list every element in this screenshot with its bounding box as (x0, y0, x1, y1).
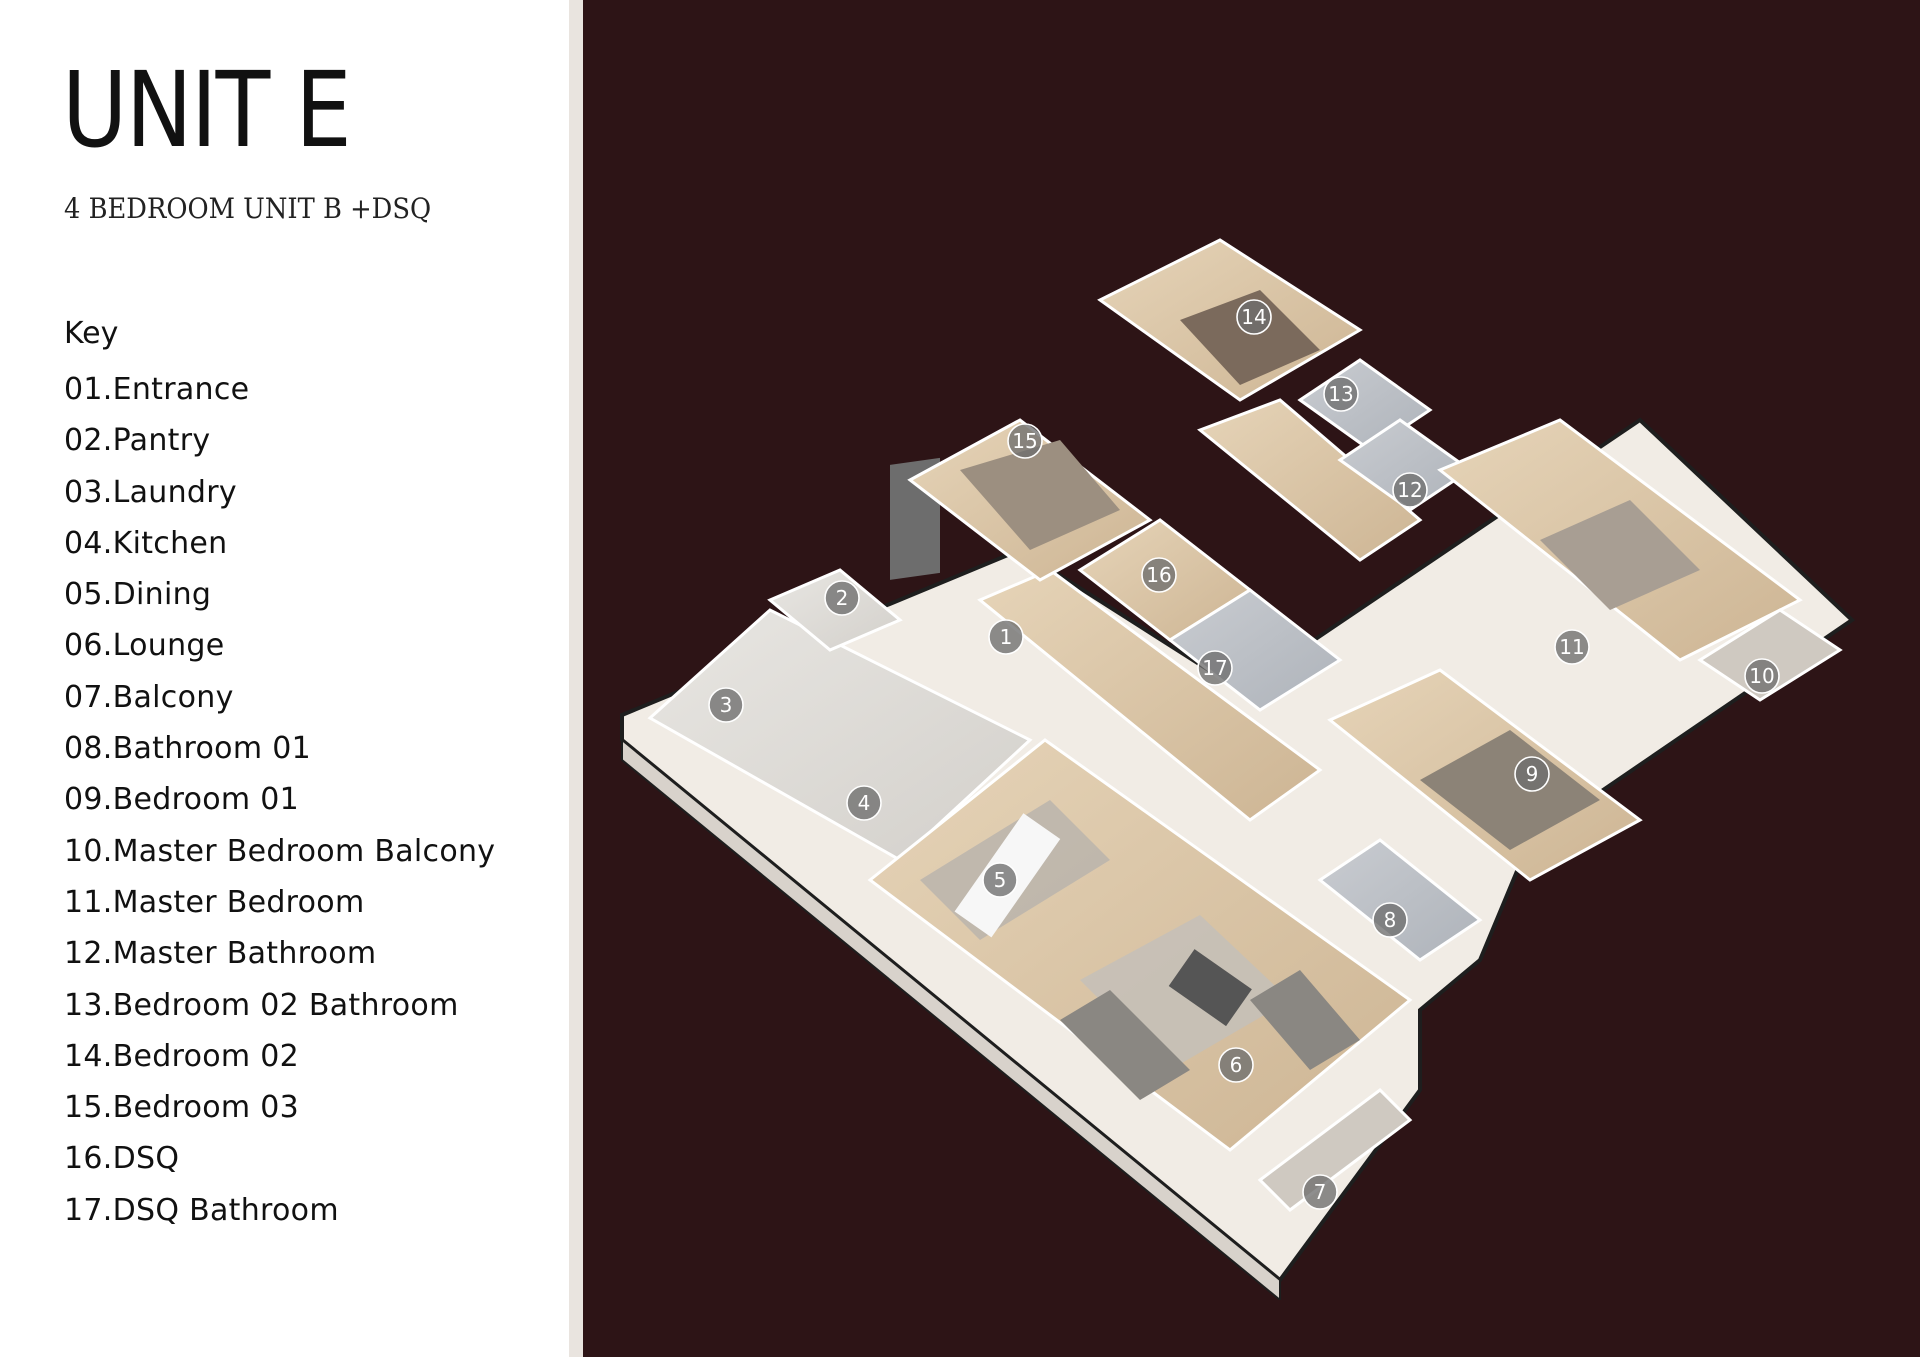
key-heading: Key (64, 316, 119, 351)
svg-text:16: 16 (1146, 563, 1171, 587)
key-item: 05.Dining (64, 577, 212, 613)
key-item: 13.Bedroom 02 Bathroom (64, 987, 459, 1023)
svg-text:2: 2 (836, 586, 849, 610)
key-item: 06.Lounge (64, 628, 225, 664)
room-markers: 1 2 3 4 5 6 7 8 9 10 11 12 13 14 15 16 1… (708, 299, 1780, 1210)
key-item: 02.Pantry (64, 423, 211, 459)
marker-8: 8 (1372, 902, 1408, 938)
key-item: 01.Entrance (64, 372, 250, 407)
marker-2: 2 (824, 580, 860, 616)
key-item: 12.Master Bathroom (64, 936, 377, 972)
key-item: 17.DSQ Bathroom (64, 1192, 339, 1228)
svg-text:12: 12 (1397, 478, 1422, 502)
marker-16: 16 (1141, 557, 1177, 593)
key-item: 07.Balcony (64, 679, 234, 715)
marker-5: 5 (982, 862, 1018, 898)
marker-10: 10 (1744, 658, 1780, 694)
key-item: 03.Laundry (64, 474, 237, 510)
marker-1: 1 (988, 619, 1024, 655)
svg-text:14: 14 (1241, 305, 1266, 329)
svg-text:15: 15 (1012, 429, 1037, 453)
living-area (867, 738, 1413, 1152)
marker-3: 3 (708, 687, 744, 723)
key-item: 10.Master Bedroom Balcony (64, 833, 496, 869)
key-item: 09.Bedroom 01 (64, 782, 300, 818)
bedroom-wing (907, 238, 1843, 1212)
key-item: 16.DSQ (64, 1141, 180, 1177)
svg-text:3: 3 (720, 693, 733, 717)
marker-15: 15 (1007, 423, 1043, 459)
key-item: 04.Kitchen (64, 525, 228, 561)
marker-13: 13 (1323, 376, 1359, 412)
key-item: 08.Bathroom 01 (64, 731, 311, 767)
marker-17: 17 (1197, 650, 1233, 686)
marker-12: 12 (1392, 472, 1428, 508)
panel-divider (569, 0, 583, 1357)
svg-text:13: 13 (1328, 382, 1353, 406)
legend-panel: UNIT E 4 BEDROOM UNIT B +DSQ Key 01.Entr… (0, 0, 569, 1357)
key-item: 11.Master Bedroom (64, 884, 365, 920)
key-list: 01.Entrance 02.Pantry 03.Laundry 04.Kitc… (64, 364, 495, 1236)
floor-plan-3d: 1 2 3 4 5 6 7 8 9 10 11 12 13 14 15 16 1… (620, 238, 1856, 1300)
corridor (977, 398, 1423, 822)
marker-6: 6 (1218, 1047, 1254, 1083)
svg-text:17: 17 (1202, 656, 1227, 680)
svg-text:8: 8 (1384, 908, 1397, 932)
key-item: 15.Bedroom 03 (64, 1090, 300, 1126)
key-item: 14.Bedroom 02 (64, 1038, 300, 1074)
svg-text:4: 4 (858, 791, 871, 815)
svg-text:6: 6 (1230, 1053, 1243, 1077)
svg-text:1: 1 (1000, 625, 1013, 649)
unit-subtitle: 4 BEDROOM UNIT B +DSQ (64, 192, 432, 225)
svg-text:7: 7 (1314, 1180, 1327, 1204)
svg-text:11: 11 (1559, 635, 1584, 659)
svg-text:9: 9 (1526, 762, 1539, 786)
unit-title: UNIT E (62, 49, 352, 171)
marker-4: 4 (846, 785, 882, 821)
marker-7: 7 (1302, 1174, 1338, 1210)
svg-text:10: 10 (1749, 664, 1774, 688)
marker-9: 9 (1514, 756, 1550, 792)
marker-11: 11 (1554, 629, 1590, 665)
svg-text:5: 5 (994, 868, 1007, 892)
marker-14: 14 (1236, 299, 1272, 335)
